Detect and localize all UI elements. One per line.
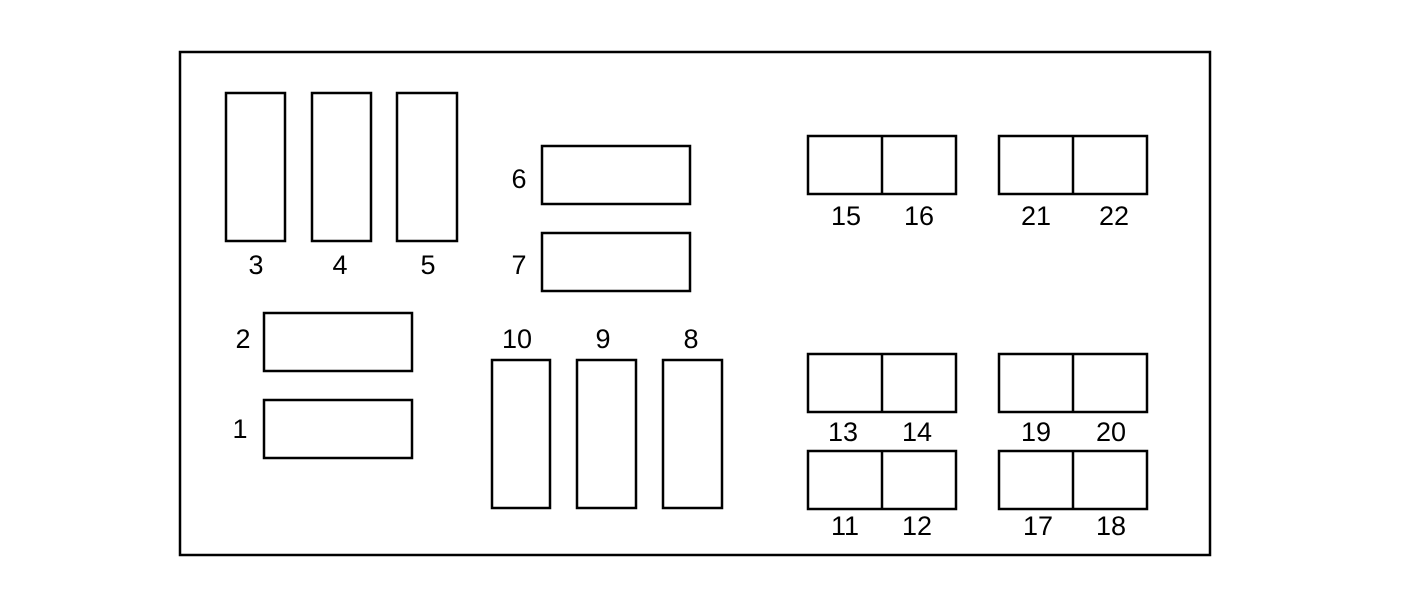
slot-13-label: 13 <box>828 417 858 447</box>
slot-6-box <box>540 144 692 206</box>
slot-1-box <box>262 398 414 460</box>
slot-2-box <box>262 311 414 373</box>
slot-3-box <box>224 91 287 243</box>
slot-8-box <box>661 358 724 510</box>
slot-17-label: 17 <box>1023 511 1053 541</box>
slot-8-label: 8 <box>683 324 698 354</box>
slot-15-label: 15 <box>831 201 861 231</box>
slot-3-label: 3 <box>248 250 263 280</box>
slot-1-label: 1 <box>232 414 247 444</box>
slot-18-label: 18 <box>1096 511 1126 541</box>
slot-7-label: 7 <box>511 250 526 280</box>
slot-9-label: 9 <box>595 324 610 354</box>
slot-7-box <box>540 231 692 293</box>
slot-12-label: 12 <box>902 511 932 541</box>
slot-14-label: 14 <box>902 417 932 447</box>
slot-19-label: 19 <box>1021 417 1051 447</box>
slot-6-label: 6 <box>511 164 526 194</box>
slot-21-label: 21 <box>1021 201 1051 231</box>
slot-2-label: 2 <box>235 324 250 354</box>
slot-16-label: 16 <box>904 201 934 231</box>
slot-4-box <box>310 91 373 243</box>
slot-5-label: 5 <box>420 250 435 280</box>
slot-11-label: 11 <box>831 511 859 541</box>
slot-5-box <box>395 91 459 243</box>
slot-22-label: 22 <box>1099 201 1129 231</box>
slot-4-label: 4 <box>332 250 347 280</box>
slot-10-box <box>490 358 552 510</box>
slot-20-label: 20 <box>1096 417 1126 447</box>
slot-9-box <box>575 358 638 510</box>
slot-10-label: 10 <box>502 324 532 354</box>
